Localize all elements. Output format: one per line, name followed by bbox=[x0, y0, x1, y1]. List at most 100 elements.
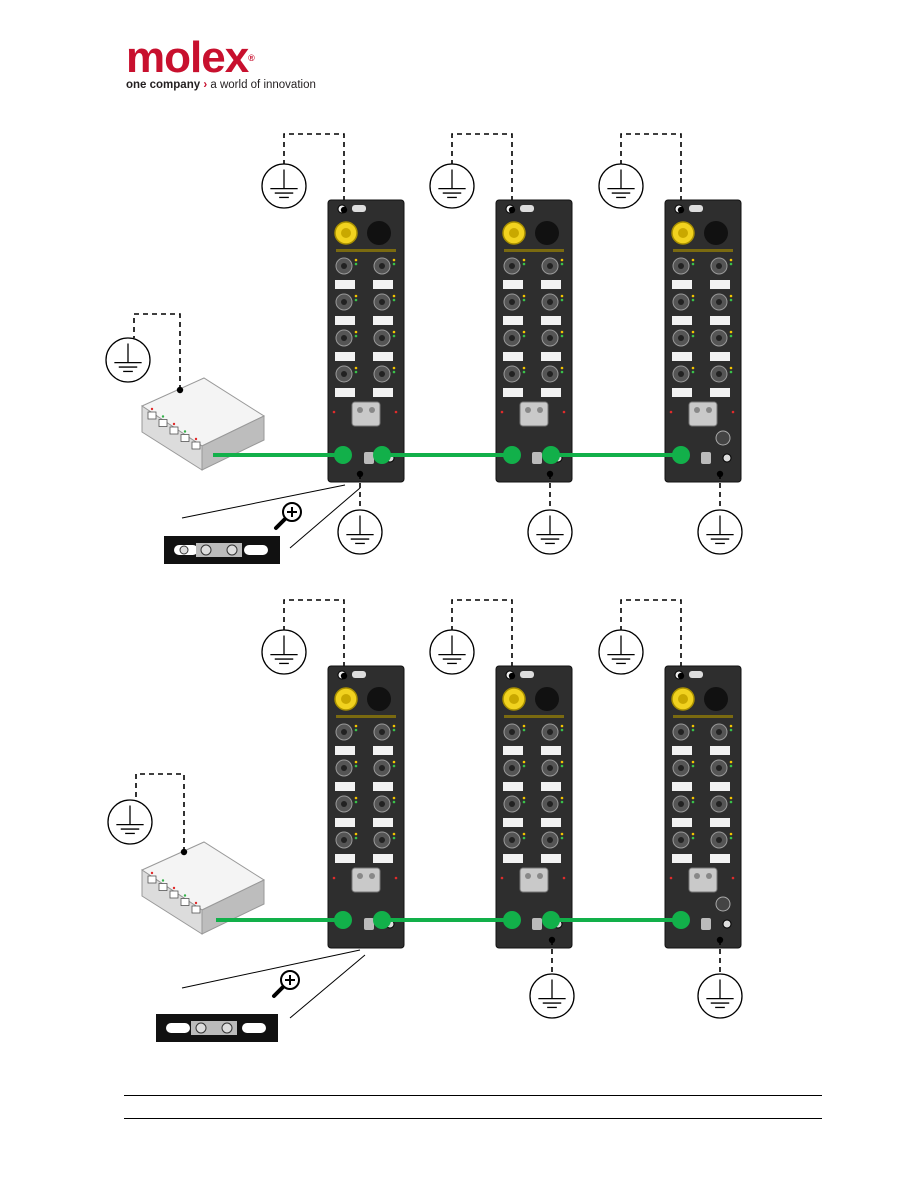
ground-screw bbox=[532, 452, 542, 464]
ground-screw bbox=[532, 918, 542, 930]
port-label bbox=[373, 280, 393, 289]
ground-connection-point bbox=[341, 673, 347, 679]
protective-earth-icon bbox=[530, 974, 574, 1018]
port-label bbox=[710, 280, 730, 289]
ethernet-port bbox=[181, 435, 189, 442]
zoom-leader-line bbox=[290, 955, 365, 1018]
ground-screw bbox=[701, 452, 711, 464]
ethernet-port bbox=[159, 420, 167, 427]
ethernet-port bbox=[159, 884, 167, 891]
protective-earth-icon bbox=[698, 974, 742, 1018]
m12-port bbox=[716, 431, 730, 445]
port-label bbox=[672, 280, 692, 289]
cable-connector bbox=[672, 911, 690, 929]
protective-earth-icon bbox=[262, 630, 306, 674]
ground-connection-point bbox=[717, 471, 723, 477]
port-label bbox=[335, 280, 355, 289]
port-label bbox=[335, 746, 355, 755]
cable-connector bbox=[542, 911, 560, 929]
din-rail-detail bbox=[156, 1014, 278, 1042]
port-label bbox=[541, 746, 561, 755]
port-label bbox=[373, 746, 393, 755]
rotary-switch bbox=[689, 402, 717, 426]
ground-connection-point bbox=[177, 387, 183, 393]
port-label bbox=[335, 854, 355, 863]
port-label bbox=[710, 782, 730, 791]
port-label bbox=[335, 818, 355, 827]
port-label bbox=[710, 818, 730, 827]
magnifier-plus-icon bbox=[274, 971, 299, 996]
port-label bbox=[503, 854, 523, 863]
power-out-connector bbox=[367, 687, 391, 711]
io-module bbox=[328, 666, 404, 948]
protective-earth-icon bbox=[262, 164, 306, 208]
port-label bbox=[710, 746, 730, 755]
power-out-connector bbox=[367, 221, 391, 245]
port-label bbox=[710, 352, 730, 361]
rotary-switch bbox=[520, 868, 548, 892]
port-label bbox=[503, 352, 523, 361]
protective-earth-icon bbox=[338, 510, 382, 554]
protective-earth-icon bbox=[599, 630, 643, 674]
port-label bbox=[672, 352, 692, 361]
port-label bbox=[373, 782, 393, 791]
ground-screw bbox=[364, 918, 374, 930]
cable-connector bbox=[542, 446, 560, 464]
port-label bbox=[373, 316, 393, 325]
port-label bbox=[710, 854, 730, 863]
ground-connection-point bbox=[509, 207, 515, 213]
io-module bbox=[496, 666, 572, 948]
power-out-connector bbox=[535, 687, 559, 711]
port-label bbox=[503, 280, 523, 289]
port-label bbox=[373, 818, 393, 827]
ethernet-port bbox=[148, 412, 156, 419]
protective-earth-icon bbox=[430, 630, 474, 674]
ethernet-port bbox=[192, 442, 200, 449]
power-out-connector bbox=[704, 221, 728, 245]
footer-rule-top bbox=[124, 1095, 822, 1096]
rotary-switch bbox=[689, 868, 717, 892]
power-out-connector bbox=[535, 221, 559, 245]
cable-connector bbox=[503, 446, 521, 464]
port-label bbox=[541, 352, 561, 361]
port-label bbox=[503, 746, 523, 755]
port-label bbox=[672, 746, 692, 755]
io-module bbox=[328, 200, 404, 482]
io-module bbox=[496, 200, 572, 482]
ethernet-port bbox=[148, 876, 156, 883]
cable-connector bbox=[373, 911, 391, 929]
ground-connection-point bbox=[341, 207, 347, 213]
port-label bbox=[541, 818, 561, 827]
port-label bbox=[541, 854, 561, 863]
cable-connector bbox=[334, 911, 352, 929]
ground-connection-point bbox=[547, 471, 553, 477]
magnifier-plus-icon bbox=[276, 503, 301, 528]
footer-rule-bottom bbox=[124, 1118, 822, 1119]
port-label bbox=[710, 388, 730, 397]
ethernet-port bbox=[170, 427, 178, 434]
din-rail-detail bbox=[164, 536, 280, 564]
port-label bbox=[373, 352, 393, 361]
ground-connection-point bbox=[357, 471, 363, 477]
ground-screw bbox=[364, 452, 374, 464]
cable-connector bbox=[334, 446, 352, 464]
port-label bbox=[503, 316, 523, 325]
ethernet-port bbox=[192, 906, 200, 913]
ground-connection-point bbox=[181, 849, 187, 855]
cable-connector bbox=[672, 446, 690, 464]
port-label bbox=[335, 388, 355, 397]
port-label bbox=[373, 854, 393, 863]
power-out-connector bbox=[704, 687, 728, 711]
rotary-switch bbox=[352, 402, 380, 426]
port-label bbox=[503, 782, 523, 791]
port-label bbox=[335, 782, 355, 791]
port-label bbox=[541, 280, 561, 289]
port-label bbox=[541, 782, 561, 791]
ground-connection-point bbox=[717, 937, 723, 943]
protective-earth-icon bbox=[430, 164, 474, 208]
protective-earth-icon bbox=[106, 338, 150, 382]
port-label bbox=[710, 316, 730, 325]
port-label bbox=[672, 388, 692, 397]
port-label bbox=[672, 854, 692, 863]
